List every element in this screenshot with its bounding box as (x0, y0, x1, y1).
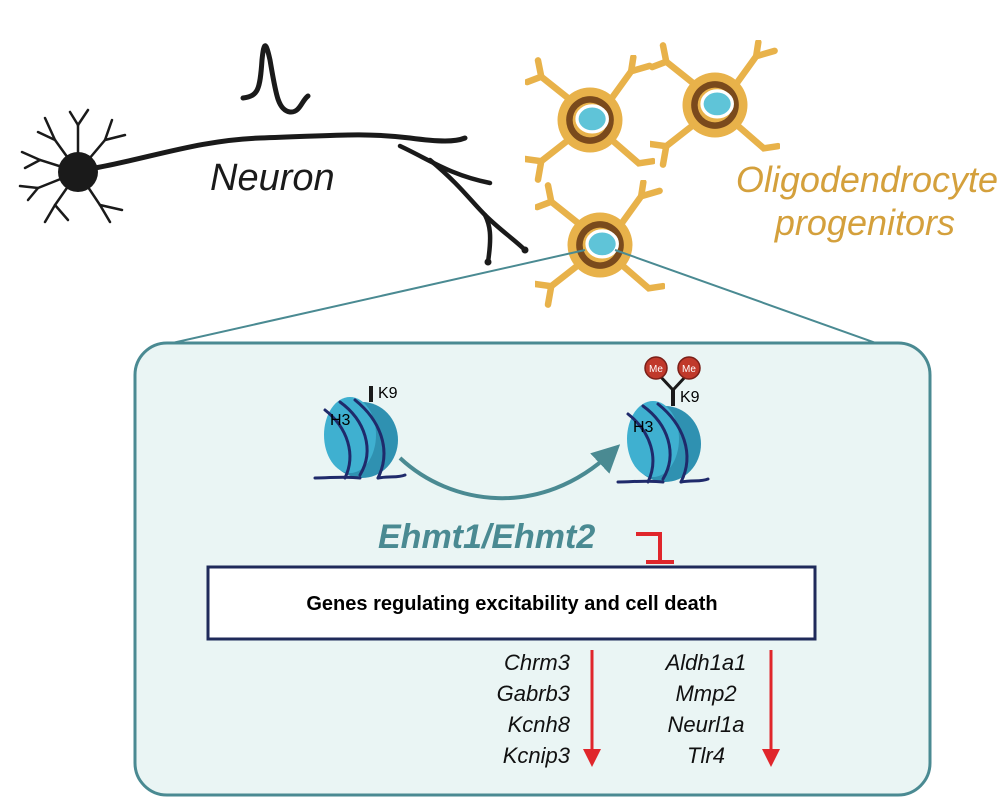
histone-left-h3: H3 (330, 412, 351, 429)
gene-item: Neurl1a (667, 712, 744, 737)
gene-item: Chrm3 (504, 650, 571, 675)
target-genes-label: Genes regulating excitability and cell d… (306, 593, 717, 615)
gene-item: Gabrb3 (497, 681, 571, 706)
gene-list-cell-death: Aldh1a1 Mmp2 Neurl1a Tlr4 (664, 650, 747, 768)
methyl-label-1: Me (649, 364, 663, 375)
gene-item: Kcnh8 (508, 712, 571, 737)
nucleosome-methylated (616, 374, 710, 484)
methyl-mark-2: Me (677, 356, 701, 380)
histone-right-k9: K9 (680, 389, 700, 406)
methyl-label-2: Me (682, 364, 696, 375)
enzyme-label: Ehmt1/Ehmt2 (378, 518, 595, 556)
gene-item: Mmp2 (675, 681, 736, 706)
histone-left-k9: K9 (378, 385, 398, 402)
opc-cell-bottom (535, 182, 663, 304)
target-genes-box (206, 565, 817, 641)
inhibition-icon (636, 532, 662, 562)
neuron (18, 108, 529, 266)
opc-cell-top-right (650, 42, 778, 164)
gene-item: Aldh1a1 (664, 650, 747, 675)
opc-label-line2: progenitors (774, 202, 955, 243)
zoom-guide-lines (149, 249, 891, 349)
gene-list-excitability: Chrm3 Gabrb3 Kcnh8 Kcnip3 (497, 650, 571, 768)
opc-label-line1: Oligodendrocyte (736, 159, 998, 200)
methyl-mark-1: Me (644, 356, 668, 380)
nucleosome-unmodified (313, 386, 407, 480)
gene-item: Kcnip3 (503, 743, 571, 768)
opc-cell-top-left (525, 57, 653, 179)
methylation-arrow (398, 444, 621, 501)
histone-right-h3: H3 (633, 419, 654, 436)
neuron-label: Neuron (210, 157, 335, 199)
gene-item: Tlr4 (687, 743, 725, 768)
action-potential-icon (240, 43, 311, 115)
